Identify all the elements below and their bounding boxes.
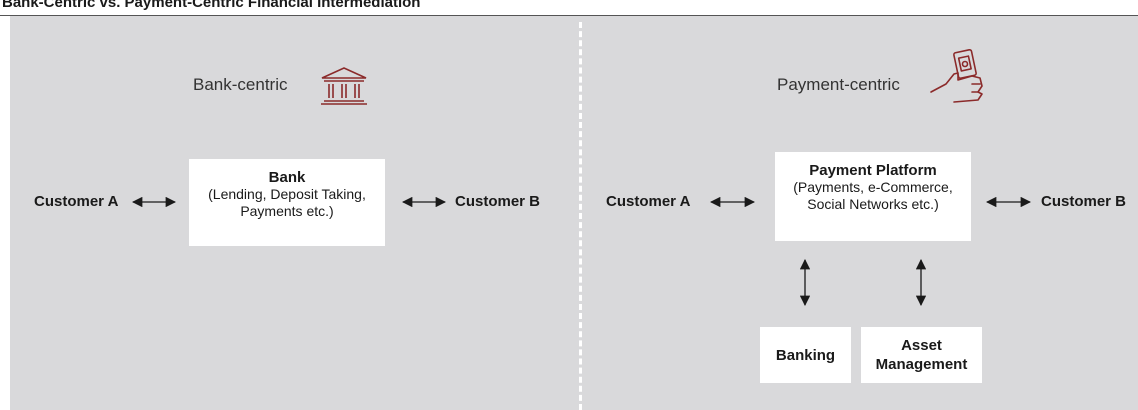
section-divider xyxy=(579,22,582,410)
bank-box: Bank (Lending, Deposit Taking, Payments … xyxy=(189,159,385,246)
payment-platform-title: Payment Platform xyxy=(809,162,937,179)
bank-box-title: Bank xyxy=(268,169,306,186)
bank-icon xyxy=(321,67,367,105)
bank-box-subtitle-1: (Lending, Deposit Taking, xyxy=(208,186,366,202)
title-rule xyxy=(0,15,1138,16)
hand-payment-icon xyxy=(930,48,983,103)
payment-centric-heading: Payment-centric xyxy=(777,75,900,94)
asset-management-label-1: Asset xyxy=(901,337,942,354)
payment-platform-box: Payment Platform (Payments, e-Commerce, … xyxy=(775,152,971,241)
left-customer-b: Customer B xyxy=(455,193,541,210)
left-customer-a: Customer A xyxy=(34,193,119,210)
payment-platform-subtitle-2: Social Networks etc.) xyxy=(807,196,939,212)
diagram-title: Bank-Centric vs. Payment-Centric Financi… xyxy=(2,0,421,11)
right-customer-a: Customer A xyxy=(606,193,691,210)
banking-box: Banking xyxy=(760,327,851,383)
bank-box-subtitle-2: Payments etc.) xyxy=(240,203,334,219)
asset-management-label-2: Management xyxy=(875,356,968,373)
right-customer-b: Customer B xyxy=(1041,193,1127,210)
bank-centric-heading: Bank-centric xyxy=(193,75,288,94)
payment-platform-subtitle-1: (Payments, e-Commerce, xyxy=(793,179,953,195)
asset-management-box: Asset Management xyxy=(861,327,982,383)
banking-label: Banking xyxy=(775,346,836,364)
